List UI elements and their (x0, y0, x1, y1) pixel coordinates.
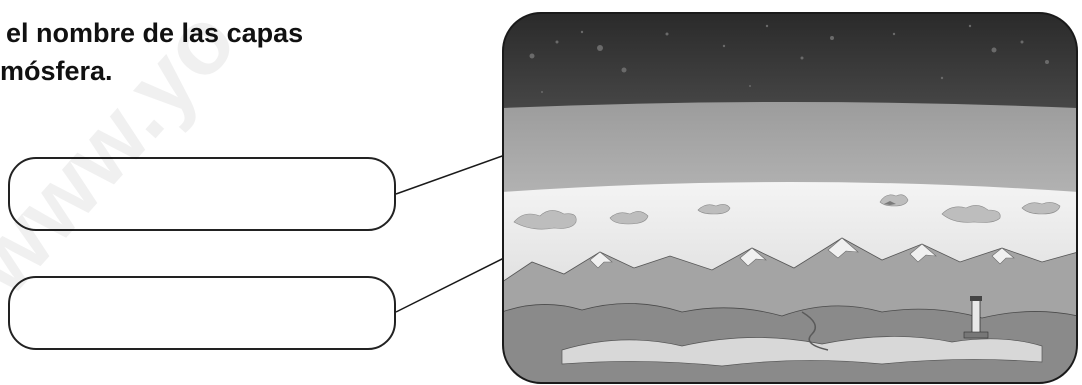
upper-atmosphere-layer (503, 102, 1077, 202)
snow-caps (589, 237, 1015, 269)
atmosphere-illustration (502, 12, 1078, 384)
lighthouse-icon (963, 296, 989, 339)
answer-box-upper-layer[interactable] (8, 157, 396, 231)
instruction-line-2: mósfera. (0, 56, 113, 86)
bird-icon (884, 201, 896, 205)
answer-box-lower-layer[interactable] (8, 276, 396, 350)
instruction-line-1: el nombre de las capas (6, 18, 304, 48)
clouds (513, 194, 1061, 230)
river (801, 311, 829, 351)
illustration-frame (502, 12, 1078, 384)
stars (529, 24, 1049, 93)
coastline (561, 336, 1043, 367)
instruction-text: el nombre de las capas mósfera. (0, 14, 303, 90)
